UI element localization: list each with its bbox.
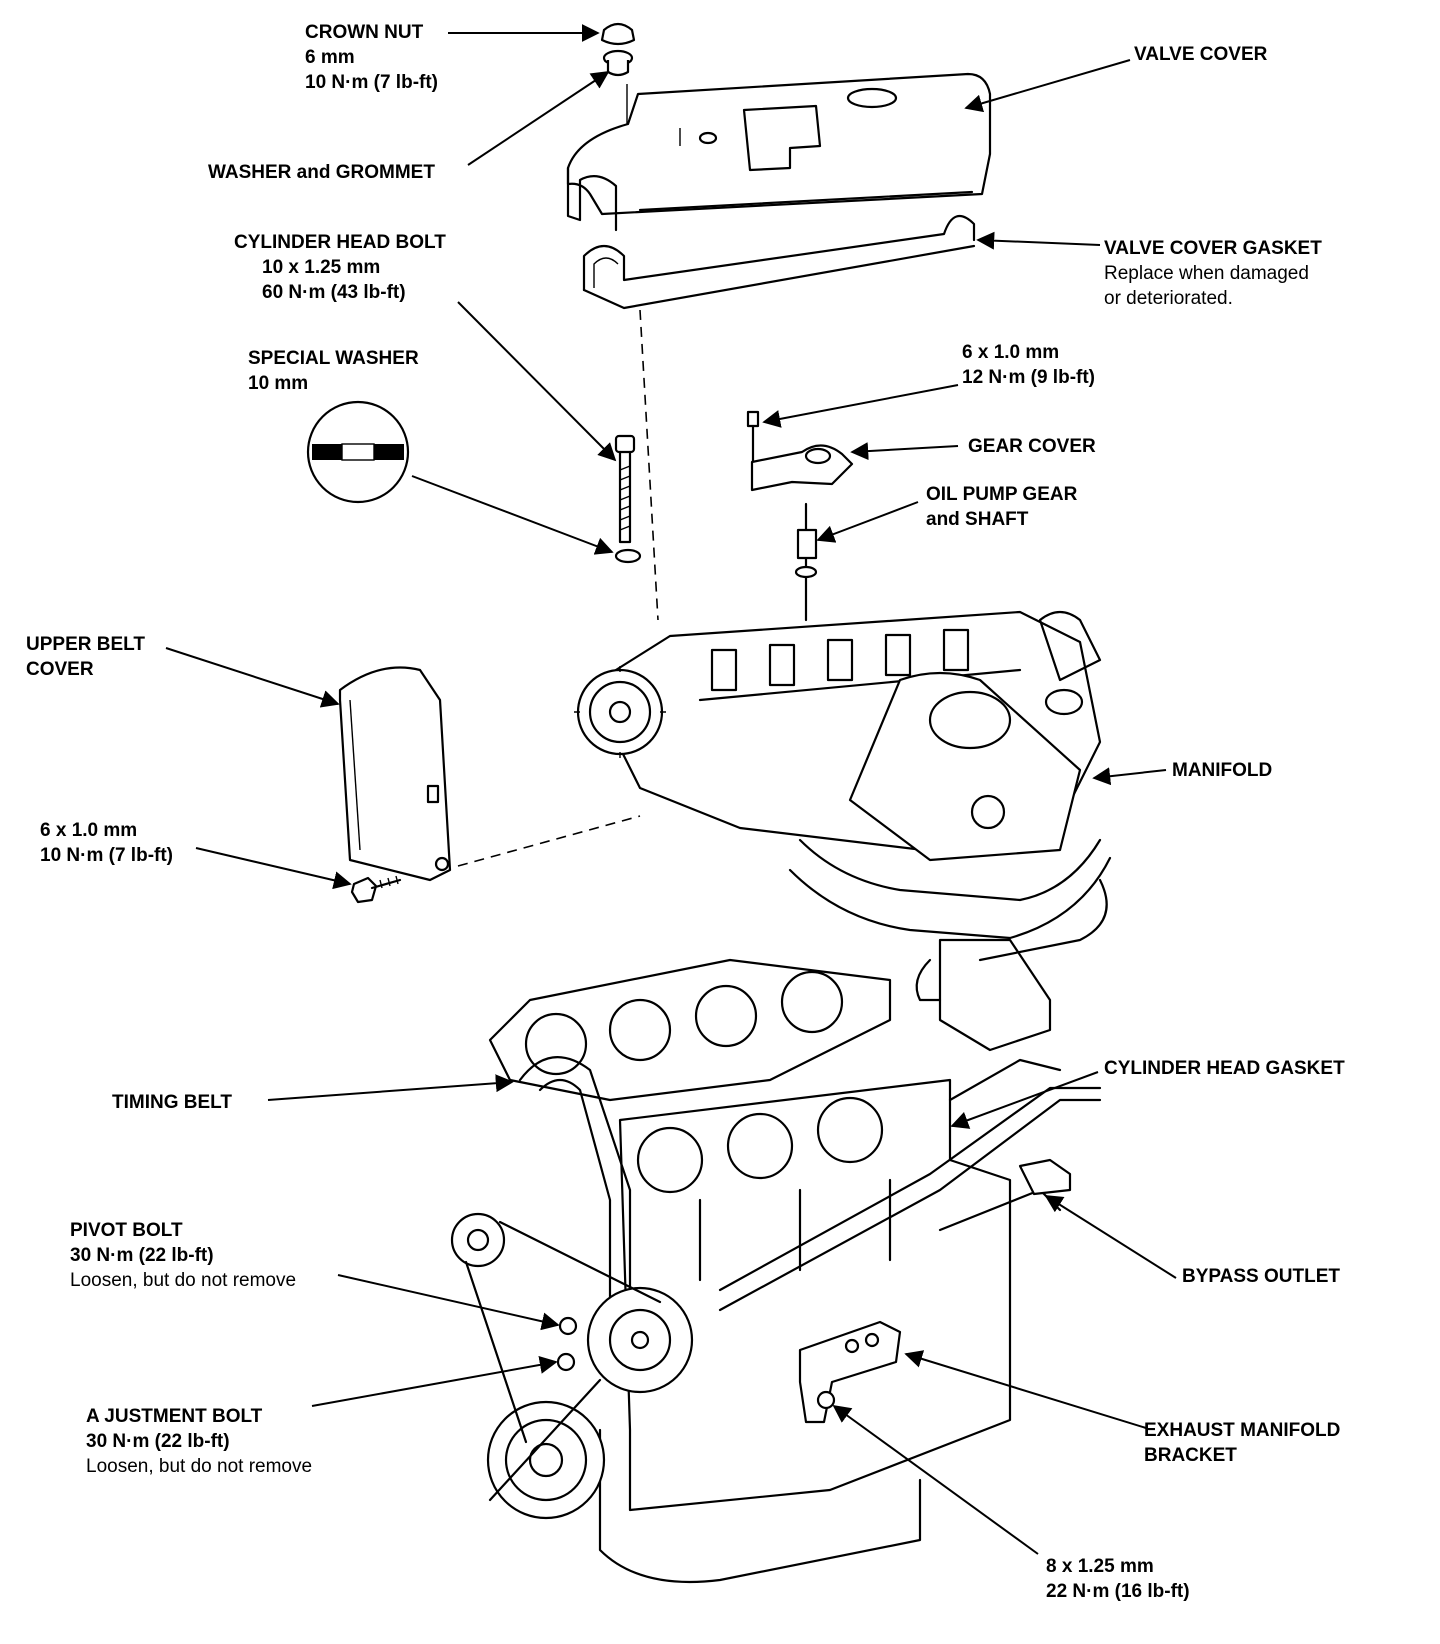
special-washer-title: SPECIAL WASHER [248, 348, 419, 369]
pivot-bolt-part [558, 1316, 578, 1336]
label-bracket-bolt: 8 x 1.25 mm 22 N·m (16 lb-ft) [1046, 1554, 1190, 1604]
crown-nut-title: CROWN NUT [305, 22, 424, 43]
gear-cover-bolt-torque: 12 N·m (9 lb-ft) [962, 367, 1095, 388]
cylinder-head-bolt-size: 10 x 1.25 mm [262, 257, 381, 278]
belt-cover-bolt-size: 6 x 1.0 mm [40, 820, 138, 841]
label-cylinder-head-bolt: CYLINDER HEAD BOLT 10 x 1.25 mm 60 N·m (… [234, 230, 446, 305]
bracket-bolt-size: 8 x 1.25 mm [1046, 1556, 1154, 1577]
label-washer-grommet: WASHER and GROMMET [208, 160, 435, 185]
label-oil-pump-gear: OIL PUMP GEAR and SHAFT [926, 482, 1077, 532]
cylinder-head-gasket-title: CYLINDER HEAD GASKET [1104, 1058, 1345, 1079]
timing-belt-part [518, 1056, 632, 1352]
upper-belt-cover-title-2: COVER [26, 659, 94, 680]
exhaust-manifold-bracket-part [798, 1320, 902, 1424]
pivot-bolt-torque: 30 N·m (22 lb-ft) [70, 1245, 214, 1266]
label-timing-belt: TIMING BELT [112, 1090, 232, 1115]
bypass-outlet-part [718, 1086, 1102, 1312]
label-upper-belt-cover: UPPER BELT COVER [26, 632, 145, 682]
tensioner-pulley-part [450, 1212, 506, 1268]
timing-belt-title: TIMING BELT [112, 1092, 232, 1113]
label-manifold: MANIFOLD [1172, 758, 1272, 783]
valve-cover-gasket-note-2: or deteriorated. [1104, 288, 1233, 309]
adjustment-bolt-note: Loosen, but do not remove [86, 1456, 313, 1477]
cylinder-head-bolt-part [614, 434, 642, 564]
exhaust-manifold-bracket-title-1: EXHAUST MANIFOLD [1144, 1420, 1341, 1441]
label-crown-nut: CROWN NUT 6 mm 10 N·m (7 lb-ft) [305, 20, 438, 95]
label-gear-cover: GEAR COVER [968, 434, 1096, 459]
engine-block-part [598, 1058, 1062, 1584]
bracket-bolt-torque: 22 N·m (16 lb-ft) [1046, 1581, 1190, 1602]
label-valve-cover: VALVE COVER [1134, 42, 1267, 67]
label-pivot-bolt: PIVOT BOLT 30 N·m (22 lb-ft) Loosen, but… [70, 1218, 296, 1293]
valve-cover-gasket-title: VALVE COVER GASKET [1104, 238, 1322, 259]
gear-cover-part [746, 410, 854, 492]
label-gear-cover-bolt: 6 x 1.0 mm 12 N·m (9 lb-ft) [962, 340, 1095, 390]
cylinder-head-bolt-title: CYLINDER HEAD BOLT [234, 232, 446, 253]
valve-cover-gasket-note-1: Replace when damaged [1104, 263, 1309, 284]
gear-cover-title: GEAR COVER [968, 436, 1096, 457]
gear-cover-bolt-size: 6 x 1.0 mm [962, 342, 1060, 363]
bypass-outlet-title: BYPASS OUTLET [1182, 1266, 1340, 1287]
belt-cover-bolt-torque: 10 N·m (7 lb-ft) [40, 845, 173, 866]
pivot-bolt-title: PIVOT BOLT [70, 1220, 183, 1241]
label-bypass-outlet: BYPASS OUTLET [1182, 1264, 1340, 1289]
crown-nut-torque: 10 N·m (7 lb-ft) [305, 72, 438, 93]
special-washer-detail [306, 400, 410, 504]
crankshaft-pulley-part [486, 1400, 606, 1520]
label-cylinder-head-gasket: CYLINDER HEAD GASKET [1104, 1056, 1345, 1081]
valve-cover-part [566, 72, 992, 232]
oil-pump-gear-title-1: OIL PUMP GEAR [926, 484, 1078, 505]
crown-nut-size: 6 mm [305, 47, 355, 68]
washer-grommet-title: WASHER and GROMMET [208, 162, 435, 183]
cylinder-head-gasket-part [488, 958, 892, 1102]
manifold-title: MANIFOLD [1172, 760, 1273, 781]
cylinder-head-part [574, 610, 1102, 862]
cylinder-head-bolt-torque: 60 N·m (43 lb-ft) [262, 282, 406, 303]
belt-cover-bolt-part [350, 875, 402, 904]
alternator-pulley-part [586, 1286, 694, 1394]
exhaust-manifold-bracket-title-2: BRACKET [1144, 1445, 1237, 1466]
pivot-bolt-note: Loosen, but do not remove [70, 1270, 297, 1291]
oil-pump-gear-title-2: and SHAFT [926, 509, 1029, 530]
label-special-washer: SPECIAL WASHER 10 mm [248, 346, 419, 396]
upper-belt-cover-title-1: UPPER BELT [26, 634, 145, 655]
adjustment-bolt-torque: 30 N·m (22 lb-ft) [86, 1431, 230, 1452]
label-valve-cover-gasket: VALVE COVER GASKET Replace when damaged … [1104, 236, 1322, 311]
manifold-part [788, 838, 1112, 1052]
crown-nut-part [600, 22, 636, 46]
leader-lines [165, 24, 1177, 1555]
valve-cover-title: VALVE COVER [1134, 44, 1268, 65]
upper-belt-cover-part [338, 666, 452, 882]
label-exhaust-manifold-bracket: EXHAUST MANIFOLD BRACKET [1144, 1418, 1340, 1468]
washer-grommet-part [602, 49, 634, 77]
valve-cover-gasket-part [582, 214, 976, 310]
special-washer-size: 10 mm [248, 373, 309, 394]
label-adjustment-bolt: A JUSTMENT BOLT 30 N·m (22 lb-ft) Loosen… [86, 1404, 312, 1479]
label-belt-cover-bolt: 6 x 1.0 mm 10 N·m (7 lb-ft) [40, 818, 173, 868]
adjustment-bolt-part [556, 1352, 576, 1372]
adjustment-bolt-title: A JUSTMENT BOLT [86, 1406, 263, 1427]
oil-pump-gear-part [794, 502, 818, 622]
